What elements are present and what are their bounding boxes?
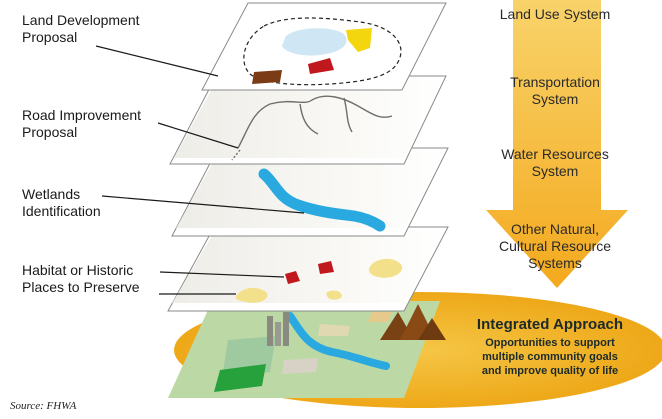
system-other-natural-line1: Other Natural, xyxy=(511,221,599,237)
system-transportation: Transportation System xyxy=(480,74,630,108)
integrated-approach-description: Opportunities to support multiple commun… xyxy=(465,336,635,378)
label-wetlands: Wetlands Identification xyxy=(22,186,101,220)
integrated-approach-title: Integrated Approach xyxy=(476,316,624,333)
integrated-line3: and improve quality of life xyxy=(481,365,619,377)
system-other-natural: Other Natural, Cultural Resource Systems xyxy=(480,221,630,272)
integrated-line1: Opportunities to support xyxy=(485,337,615,349)
integrated-line2: multiple community goals xyxy=(482,351,618,363)
system-water-resources-line2: System xyxy=(531,163,579,179)
system-transportation-line1: Transportation xyxy=(510,74,600,90)
system-other-natural-line2: Cultural Resource xyxy=(498,238,612,254)
label-habitat-line1: Habitat or Historic xyxy=(22,262,134,278)
system-water-resources-line1: Water Resources xyxy=(501,146,609,162)
label-road-improvement-line1: Road Improvement xyxy=(22,107,142,123)
leader-habitat-1 xyxy=(159,271,285,278)
source-credit: Source: FHWA xyxy=(10,400,77,412)
leader-land-development xyxy=(95,45,219,77)
system-other-natural-line3: Systems xyxy=(528,255,582,271)
system-transportation-line2: System xyxy=(531,91,579,107)
label-road-improvement-line2: Proposal xyxy=(22,124,78,140)
label-road-improvement: Road Improvement Proposal xyxy=(22,107,141,141)
base-map-layer xyxy=(168,301,440,398)
leader-road-improvement xyxy=(157,122,239,149)
label-habitat: Habitat or Historic Places to Preserve xyxy=(22,262,140,296)
label-land-development-line1: Land Development xyxy=(22,12,140,28)
system-water-resources: Water Resources System xyxy=(480,146,630,180)
label-land-development-line2: Proposal xyxy=(22,29,78,45)
mountain-icon xyxy=(380,304,446,340)
road-layer xyxy=(169,75,447,165)
habitat-layer xyxy=(167,226,449,312)
land-development-layer xyxy=(201,2,447,91)
label-land-development: Land Development Proposal xyxy=(22,12,140,46)
system-land-use-line1: Land Use System xyxy=(499,6,611,22)
systems-arrow xyxy=(486,0,628,288)
leader-wetlands xyxy=(101,195,305,214)
label-habitat-line2: Places to Preserve xyxy=(22,279,140,295)
system-land-use: Land Use System xyxy=(480,6,630,23)
leader-lines xyxy=(95,45,305,295)
label-wetlands-line2: Identification xyxy=(22,203,101,219)
label-wetlands-line1: Wetlands xyxy=(22,186,81,202)
